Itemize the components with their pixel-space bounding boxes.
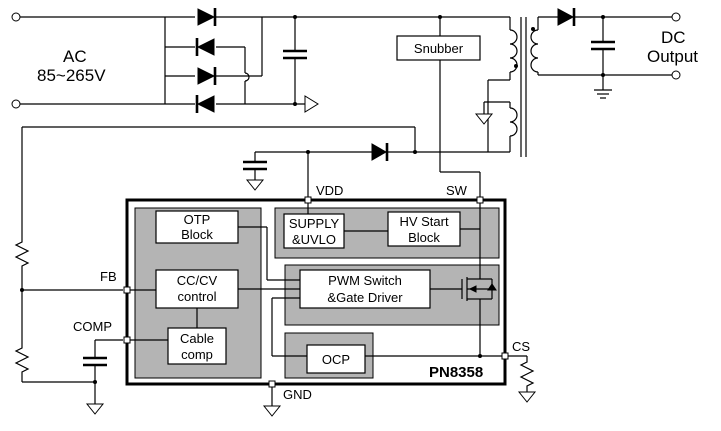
svg-text:HV Start: HV Start — [399, 214, 449, 229]
comp-ground-icon — [85, 403, 105, 415]
svg-text:CC/CV: CC/CV — [177, 273, 218, 288]
vdd-pin-label: VDD — [316, 183, 343, 198]
bridge-diode-4 — [195, 95, 215, 113]
fb-resistor-bottom — [14, 290, 30, 382]
svg-text:comp: comp — [181, 347, 213, 362]
aux-ground-icon — [474, 113, 494, 125]
dc-label: DC — [661, 28, 686, 47]
comp-pin-label: COMP — [73, 319, 112, 334]
vdd-cap-ground-icon — [245, 179, 265, 191]
power-mosfet-icon — [461, 276, 497, 302]
svg-text:&UVLO: &UVLO — [292, 232, 336, 247]
svg-text:OTP: OTP — [184, 212, 211, 227]
ocp-block: OCP — [306, 344, 366, 374]
svg-text:Block: Block — [408, 230, 440, 245]
sw-pin-label: SW — [446, 183, 468, 198]
fb-resistor-top — [14, 236, 30, 290]
aux-diode — [371, 143, 388, 161]
pin-gnd — [268, 380, 276, 388]
feedback-divider — [14, 236, 123, 415]
vdd-supply-network — [21, 126, 488, 236]
svg-text:PWM Switch: PWM Switch — [328, 273, 402, 288]
gnd-pin-connection — [262, 387, 282, 417]
pwm-gate-driver-block: PWM Switch &Gate Driver — [299, 269, 431, 309]
svg-text:OCP: OCP — [322, 352, 350, 367]
transformer — [474, 17, 539, 157]
cccv-control-block: CC/CV control — [155, 269, 239, 309]
svg-text:Block: Block — [181, 227, 213, 242]
output-diode — [557, 8, 575, 26]
ic-pins — [123, 196, 509, 388]
pin-vdd — [304, 196, 312, 204]
bulk-capacitor — [262, 15, 440, 113]
bridge-diode-1 — [197, 8, 217, 26]
svg-text:&Gate Driver: &Gate Driver — [327, 290, 403, 305]
pin-fb — [123, 286, 131, 294]
internal-wiring — [127, 200, 505, 358]
svg-text:SUPPLY: SUPPLY — [289, 216, 340, 231]
bridge-diode-3 — [197, 67, 217, 85]
snubber-label: Snubber — [414, 41, 464, 56]
fb-pin-label: FB — [100, 269, 117, 284]
output-stage: DC Output — [538, 8, 698, 99]
output-ground-icon — [594, 89, 612, 99]
chip-name: PN8358 — [429, 364, 483, 381]
cable-comp-block: Cable comp — [167, 327, 227, 365]
gnd-ground-icon — [262, 405, 282, 417]
svg-text:Cable: Cable — [180, 331, 214, 346]
ac-voltage-label: 85~265V — [37, 66, 106, 85]
cs-pin-label: CS — [512, 339, 530, 354]
pin-sw — [476, 196, 484, 204]
ac-input: AC 85~265V — [11, 12, 195, 109]
otp-block: OTP Block — [155, 210, 239, 244]
cs-sense-resistor — [508, 355, 537, 403]
dc-output-label: Output — [647, 47, 698, 66]
pin-cs — [501, 352, 509, 360]
hv-start-block: HV Start Block — [387, 211, 461, 247]
gnd-pin-label: GND — [283, 387, 312, 402]
bridge-rectifier — [164, 8, 305, 113]
svg-text:control: control — [177, 289, 216, 304]
primary-ground-icon — [304, 95, 319, 113]
snubber-block: Snubber — [396, 15, 511, 172]
supply-uvlo-block: SUPPLY &UVLO — [283, 213, 345, 249]
bridge-diode-2 — [195, 38, 215, 56]
cs-ground-icon — [517, 391, 537, 403]
pin-comp — [123, 336, 131, 344]
ac-label: AC — [63, 47, 87, 66]
